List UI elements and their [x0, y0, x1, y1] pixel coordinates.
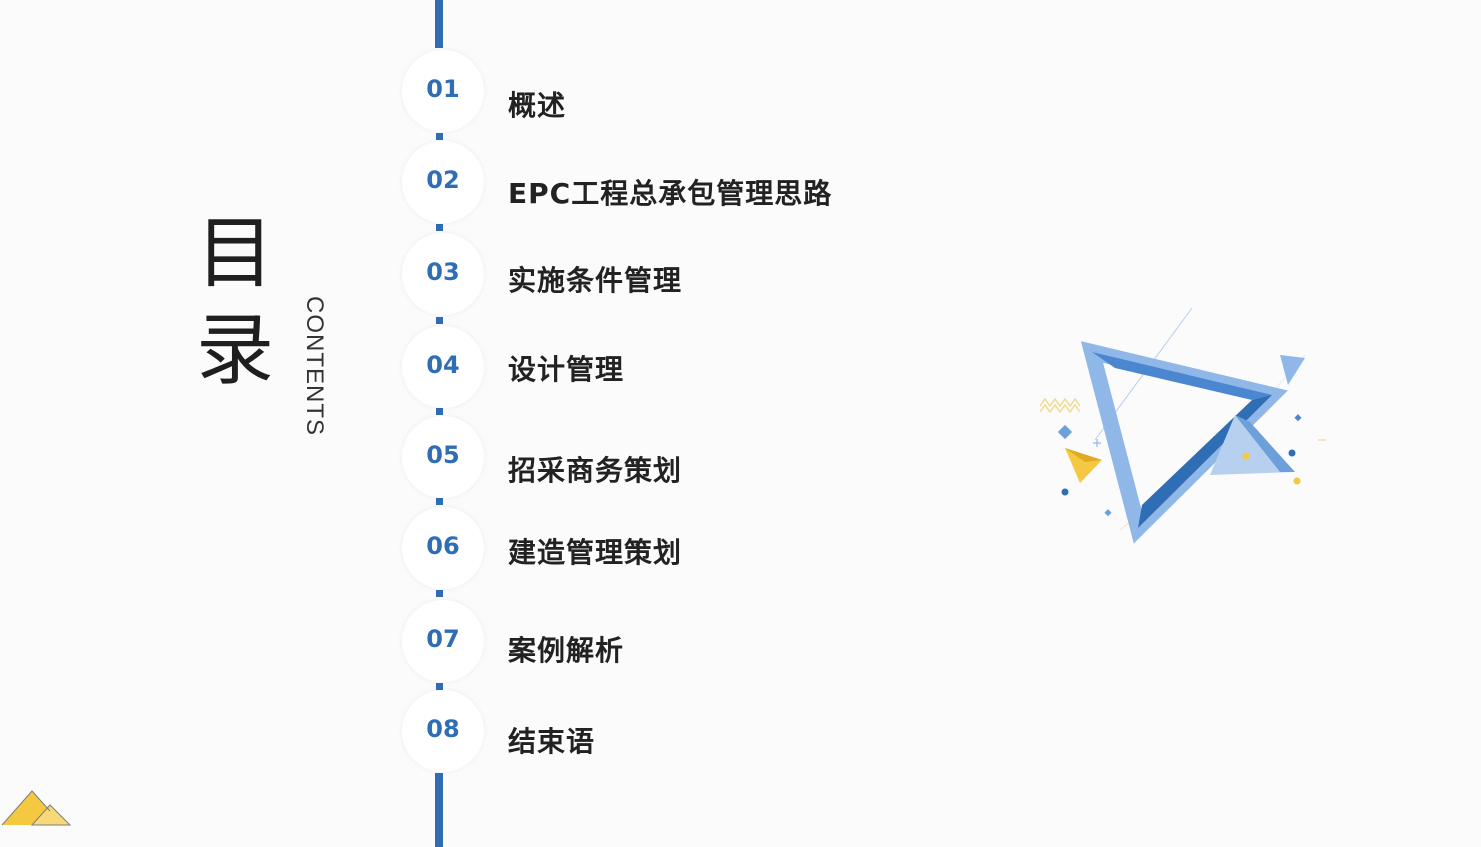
- toc-number-circle: 05: [402, 416, 484, 498]
- toc-number-circle: 07: [402, 600, 484, 682]
- toc-item-08[interactable]: 08 结束语: [402, 690, 1002, 774]
- toc-label: EPC工程总承包管理思路: [508, 177, 833, 210]
- toc-number-circle: 06: [402, 507, 484, 589]
- timeline-bar-bottom: [435, 773, 443, 847]
- triangle-decoration-icon: [1039, 307, 1326, 544]
- toc-item-04[interactable]: 04 设计管理: [402, 326, 1002, 410]
- timeline-tick: [436, 683, 443, 690]
- toc-number: 05: [426, 441, 460, 469]
- toc-item-03[interactable]: 03 实施条件管理: [402, 233, 1002, 317]
- page-title-char-2: 录: [196, 306, 275, 396]
- timeline-tick: [436, 408, 443, 415]
- toc-number-circle: 04: [402, 326, 484, 408]
- toc-item-05[interactable]: 05 招采商务策划: [402, 416, 1002, 500]
- timeline-tick: [436, 317, 443, 324]
- toc-number: 04: [426, 351, 460, 379]
- timeline-bar-top: [435, 0, 443, 48]
- timeline-tick: [436, 133, 443, 140]
- toc-number: 08: [426, 715, 460, 743]
- toc-item-01[interactable]: 01 概述: [402, 50, 1002, 134]
- toc-label: 结束语: [508, 725, 596, 758]
- toc-number-circle: 02: [402, 141, 484, 223]
- toc-number-circle: 01: [402, 50, 484, 132]
- toc-item-07[interactable]: 07 案例解析: [402, 600, 1002, 684]
- toc-number: 02: [426, 166, 460, 194]
- toc-label: 建造管理策划: [508, 536, 683, 569]
- mountain-decoration-icon: [1, 790, 72, 826]
- toc-item-06[interactable]: 06 建造管理策划: [402, 507, 1002, 591]
- toc-label: 招采商务策划: [508, 454, 683, 487]
- toc-number: 07: [426, 625, 460, 653]
- timeline-tick: [436, 224, 443, 231]
- page-subtitle: CONTENTS: [301, 296, 328, 436]
- toc-label: 实施条件管理: [508, 264, 683, 297]
- toc-label: 概述: [508, 89, 567, 122]
- timeline-tick: [436, 590, 443, 597]
- timeline-tick: [436, 498, 443, 505]
- toc-label: 设计管理: [508, 353, 625, 386]
- toc-number: 01: [426, 75, 460, 103]
- toc-number-circle: 08: [402, 690, 484, 772]
- toc-number-circle: 03: [402, 233, 484, 315]
- toc-number: 06: [426, 532, 460, 560]
- toc-label: 案例解析: [508, 634, 625, 667]
- toc-number: 03: [426, 258, 460, 286]
- toc-item-02[interactable]: 02 EPC工程总承包管理思路: [402, 141, 1002, 225]
- page-title-char-1: 目: [196, 209, 275, 299]
